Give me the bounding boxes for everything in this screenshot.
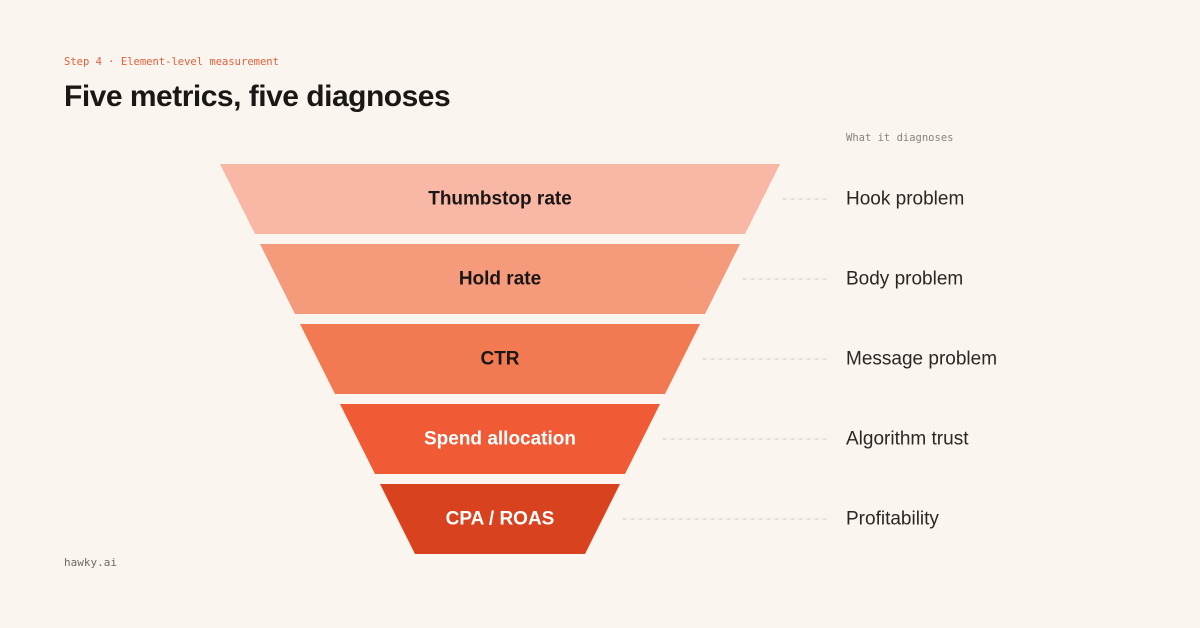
diagnosis-label: Profitability (846, 509, 939, 530)
funnel-stage: CTR Message problem (300, 324, 997, 394)
step-label: Step 4 · Element-level measurement (64, 56, 279, 68)
funnel-stage: Hold rate Body problem (260, 244, 963, 314)
diagnosis-label: Message problem (846, 349, 997, 370)
funnel-metric-label: CPA / ROAS (446, 509, 555, 530)
diagnosis-label: Algorithm trust (846, 429, 969, 450)
funnel-stage: Thumbstop rate Hook problem (220, 164, 964, 234)
funnel-stage: CPA / ROAS Profitability (380, 484, 939, 554)
diagnosis-label: Body problem (846, 269, 963, 290)
funnel-band (380, 484, 620, 554)
funnel-metric-label: CTR (480, 349, 519, 370)
funnel-band (220, 164, 780, 234)
diagnosis-column-header: What it diagnoses (846, 132, 954, 144)
funnel-band (300, 324, 700, 394)
funnel-metric-label: Spend allocation (424, 429, 576, 450)
footer-brand: hawky.ai (64, 556, 117, 569)
funnel-band (340, 404, 660, 474)
page-title: Five metrics, five diagnoses (64, 80, 451, 113)
diagnosis-label: Hook problem (846, 189, 964, 210)
funnel-band (260, 244, 740, 314)
funnel-metric-label: Thumbstop rate (428, 189, 572, 210)
funnel-metric-label: Hold rate (459, 269, 541, 290)
funnel-stage: Spend allocation Algorithm trust (340, 404, 969, 474)
